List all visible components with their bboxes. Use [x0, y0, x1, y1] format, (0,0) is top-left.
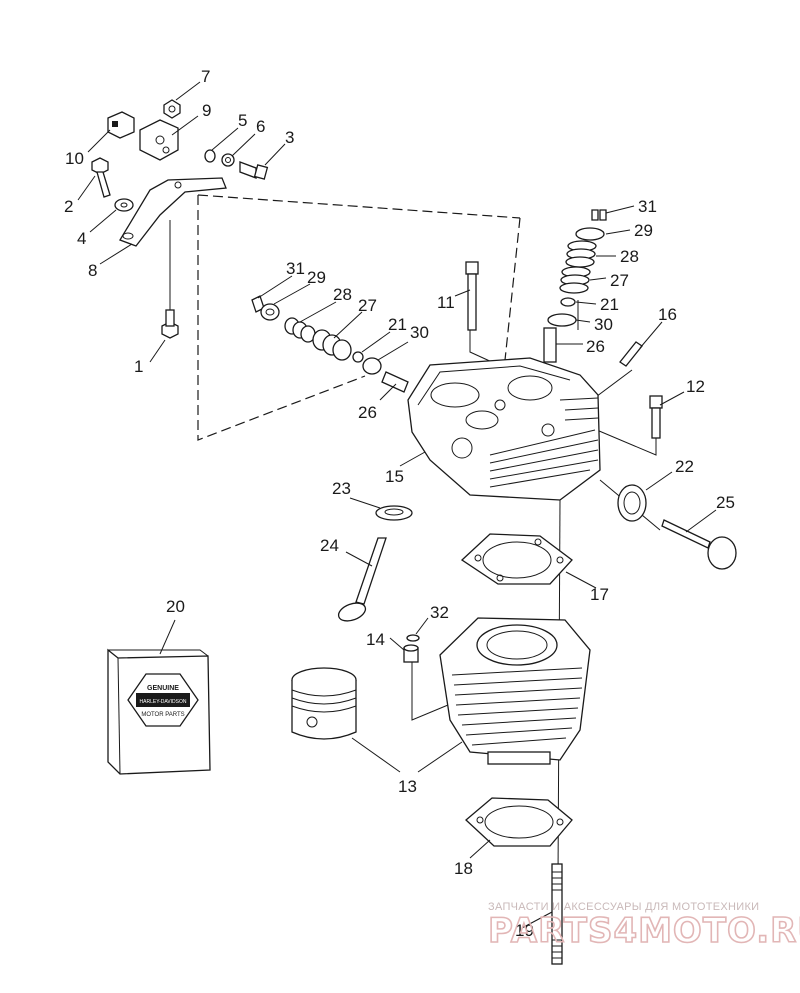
head-gasket-17 — [460, 533, 573, 585]
callout-26-right: 26 — [586, 337, 605, 356]
callout-28-right: 28 — [620, 247, 639, 266]
cylinder-head-15 — [407, 357, 601, 501]
washer-6-icon — [221, 153, 235, 167]
callout-6: 6 — [256, 117, 265, 136]
callout-8: 8 — [88, 261, 97, 280]
valve-24-stem — [355, 537, 387, 605]
plate-bracket-9 — [139, 119, 179, 161]
badge-middle: HARLEY-DAVIDSON — [140, 699, 187, 705]
bolt-11-shank — [467, 273, 477, 331]
callout-2: 2 — [64, 197, 73, 216]
guide-26a-icon — [381, 371, 409, 393]
watermark-brand: PARTS4MOTO.RU — [488, 911, 800, 951]
callout-31-right: 31 — [638, 197, 657, 216]
callout-14: 14 — [366, 630, 385, 649]
callout-30-right: 30 — [594, 315, 613, 334]
bolt-11-head — [465, 261, 479, 275]
bolt-2-icon — [91, 157, 109, 175]
dowel-14-icon — [403, 644, 419, 663]
cylinder-13 — [439, 617, 591, 765]
callout-16: 16 — [658, 305, 677, 324]
callout-31-left: 31 — [286, 259, 305, 278]
callout-29-left: 29 — [307, 268, 326, 287]
leader-lines — [77, 81, 717, 929]
seal-21a-icon — [352, 351, 364, 363]
retainer-29b-icon — [575, 227, 605, 241]
callout-5: 5 — [238, 111, 247, 130]
callout-29-right: 29 — [634, 221, 653, 240]
washer-5-icon — [204, 149, 216, 163]
spring-28b-icon — [565, 240, 597, 268]
gasket-kit-20: GENUINE HARLEY-DAVIDSON MOTOR PARTS — [107, 648, 211, 775]
oring-32-icon — [406, 634, 420, 642]
spring-28a-icon — [284, 317, 316, 343]
callout-24: 24 — [320, 536, 339, 555]
watermark-tagline: ЗАПЧАСТИ И АКСЕССУАРЫ ДЛЯ МОТОТЕХНИКИ — [488, 901, 759, 913]
callout-26-left: 26 — [358, 403, 377, 422]
callout-30-left: 30 — [410, 323, 429, 342]
piston — [291, 667, 357, 740]
seat-30a-icon — [362, 357, 382, 375]
callout-20: 20 — [166, 597, 185, 616]
callout-28-left: 28 — [333, 285, 352, 304]
callout-15: 15 — [385, 467, 404, 486]
callout-18: 18 — [454, 859, 473, 878]
callout-22: 22 — [675, 457, 694, 476]
bolt-12-head — [649, 395, 663, 409]
spring-27a-icon — [312, 329, 352, 361]
stud-16-icon — [619, 341, 643, 367]
callout-11: 11 — [437, 293, 455, 312]
base-gasket-18 — [465, 797, 573, 847]
washer-4-icon — [114, 198, 134, 212]
callout-27-right: 27 — [610, 271, 629, 290]
callout-7: 7 — [201, 67, 210, 86]
badge-bottom: MOTOR PARTS — [141, 712, 184, 718]
badge-top: GENUINE — [147, 685, 179, 692]
callout-32: 32 — [430, 603, 449, 622]
seal-21b-icon — [560, 297, 576, 307]
bolt-12-shank — [651, 407, 661, 439]
callout-25: 25 — [716, 493, 735, 512]
callout-21-left: 21 — [388, 315, 407, 334]
seat-30b-icon — [547, 313, 577, 327]
callout-27-left: 27 — [358, 296, 377, 315]
callout-10: 10 — [65, 149, 84, 168]
valve-25-head — [707, 536, 737, 570]
callout-23: 23 — [332, 479, 351, 498]
valve-parts — [337, 484, 737, 622]
callout-13: 13 — [398, 777, 417, 796]
callout-19: 19 — [515, 921, 534, 940]
stud-19-icon — [551, 863, 563, 965]
valve-25-stem — [661, 519, 711, 549]
seal-23-icon — [375, 505, 413, 521]
callout-3: 3 — [285, 128, 294, 147]
callout-1: 1 — [134, 357, 143, 376]
guide-bracket-to-head — [197, 194, 521, 219]
seat-ring-22 — [617, 484, 647, 522]
valve-24-head — [337, 602, 367, 622]
callout-12: 12 — [686, 377, 705, 396]
mount-bracket-8 — [119, 177, 227, 247]
nut-7-icon — [163, 99, 181, 119]
bracket-assembly — [91, 99, 269, 339]
valve-train-right — [543, 209, 607, 363]
bolt-3-icon — [239, 161, 257, 179]
watermark: ЗАПЧАСТИ И АКСЕССУАРЫ ДЛЯ МОТОТЕХНИКИ PA… — [487, 901, 800, 952]
guide-26b-icon — [543, 327, 557, 363]
retainer-29a-icon — [260, 303, 280, 321]
callout-4: 4 — [77, 229, 86, 248]
keeper-31b-icon — [591, 209, 599, 221]
callout-labels: 7 9 5 6 3 10 2 4 8 1 31 29 28 27 21 30 2… — [64, 67, 735, 940]
spacer-block-10 — [107, 111, 135, 139]
spring-27b-icon — [559, 266, 591, 294]
callout-17: 17 — [590, 585, 609, 604]
callout-9: 9 — [202, 101, 211, 120]
head-fasteners — [465, 261, 663, 439]
valve-train-left — [251, 295, 409, 393]
callout-21-right: 21 — [600, 295, 619, 314]
